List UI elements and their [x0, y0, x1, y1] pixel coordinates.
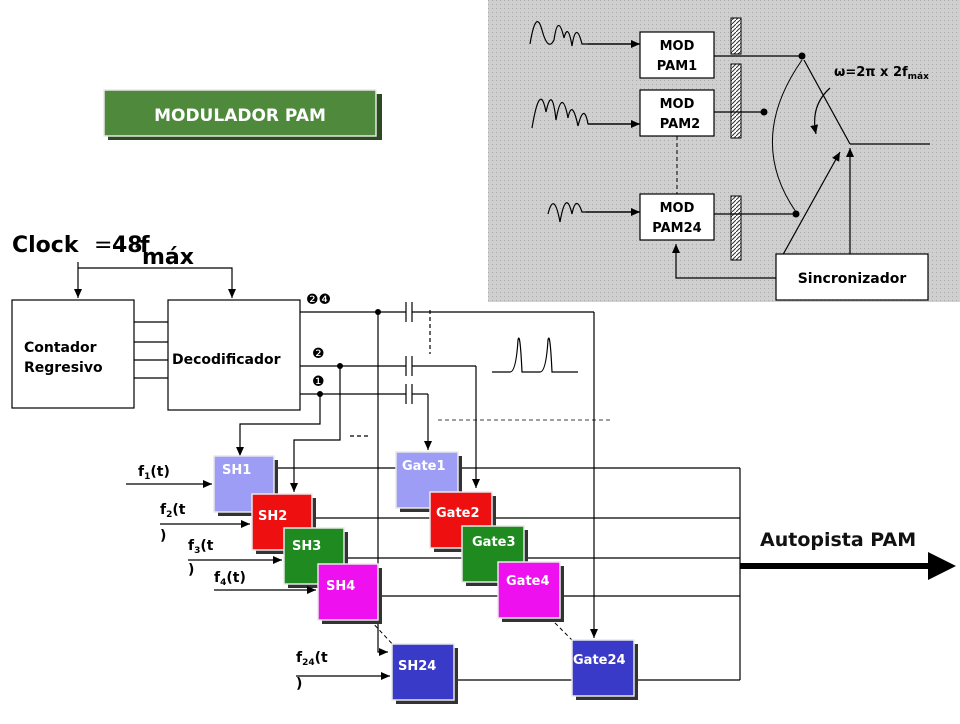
- clock-formula: Clock = 48 · f máx: [12, 233, 194, 270]
- synchronizer-box: Sincronizador: [775, 253, 929, 301]
- decoder-outputs: [300, 302, 610, 437]
- hatched-bar-24: [730, 195, 742, 261]
- rotary-switch: [772, 59, 930, 261]
- highway-label: Autopista PAM: [760, 529, 916, 551]
- sh2-label: SH2: [258, 509, 287, 524]
- marker-1: ❶: [312, 374, 325, 390]
- clock-label: Clock: [12, 233, 80, 258]
- input-f24-close: ): [296, 676, 302, 692]
- sh3-label: SH3: [292, 539, 321, 554]
- inset-panel: MOD PAM1 MOD PAM2 MOD PAM24: [488, 0, 960, 302]
- mod-pam2-box: MOD PAM2: [639, 89, 715, 137]
- mod-pam24-line1: MOD: [660, 201, 695, 216]
- input-f2-close: ): [160, 528, 166, 544]
- marker-2-4: ❷❹: [306, 292, 331, 308]
- marker-2: ❷: [312, 346, 325, 362]
- mod-pam24-box: MOD PAM24: [639, 193, 715, 241]
- decoder-box: Decodificador: [167, 299, 301, 411]
- gate4-block: Gate4: [497, 561, 564, 622]
- clock-equals: =: [94, 233, 112, 258]
- clock-value: 48: [112, 233, 143, 258]
- waveform-24: [547, 202, 640, 223]
- mod-pam2-line1: MOD: [660, 97, 695, 112]
- inset-background: [488, 0, 960, 302]
- counter-line1: Contador: [24, 340, 97, 356]
- sh24-label: SH24: [398, 659, 436, 674]
- gate4-label: Gate4: [506, 574, 550, 589]
- sh4-block: SH4: [317, 563, 382, 624]
- input-f3-close: ): [188, 562, 194, 578]
- mod-pam1-box: MOD PAM1: [639, 31, 715, 79]
- waveform-signals: [529, 21, 640, 223]
- gate24-block: Gate24: [571, 639, 638, 700]
- clock-dot: ·: [134, 237, 139, 256]
- synchronizer-label: Sincronizador: [798, 271, 907, 287]
- input-f4: f4(t): [214, 570, 246, 588]
- clock-sub: máx: [142, 245, 194, 270]
- title-banner: MODULADOR PAM: [103, 89, 382, 140]
- gate1-label: Gate1: [402, 459, 446, 474]
- gate3-label: Gate3: [472, 535, 516, 550]
- hatched-bar-1: [730, 17, 742, 55]
- pulse-waveform: [492, 337, 578, 373]
- highway-arrow-icon: [928, 552, 956, 580]
- gate24-label: Gate24: [573, 653, 626, 668]
- page-title: MODULADOR PAM: [154, 106, 326, 126]
- input-f3: f3(t: [188, 538, 214, 556]
- waveform-2: [531, 98, 640, 129]
- mod-pam2-line2: PAM2: [660, 117, 700, 132]
- input-f2: f2(t: [160, 502, 186, 520]
- gate2-label: Gate2: [436, 506, 480, 521]
- input-f24: f24(t: [296, 650, 328, 668]
- mod-pam1-line1: MOD: [660, 39, 695, 54]
- mod-pam1-line2: PAM1: [657, 59, 697, 74]
- clock-f: f: [140, 233, 150, 258]
- input-f1: f1(t): [138, 464, 170, 482]
- sh24-block: SH24: [391, 643, 458, 704]
- counter-box: Contador Regresivo: [11, 299, 135, 409]
- mod-pam24-line2: PAM24: [652, 221, 701, 236]
- waveform-1: [529, 21, 640, 47]
- omega-label: ω=2π x 2fmáx: [834, 65, 929, 82]
- sh4-label: SH4: [326, 579, 355, 594]
- sh1-label: SH1: [222, 463, 251, 478]
- gate1-block: Gate1: [395, 451, 462, 512]
- decoder-label: Decodificador: [172, 352, 281, 368]
- hatched-bar-2: [730, 63, 742, 139]
- counter-line2: Regresivo: [24, 360, 103, 376]
